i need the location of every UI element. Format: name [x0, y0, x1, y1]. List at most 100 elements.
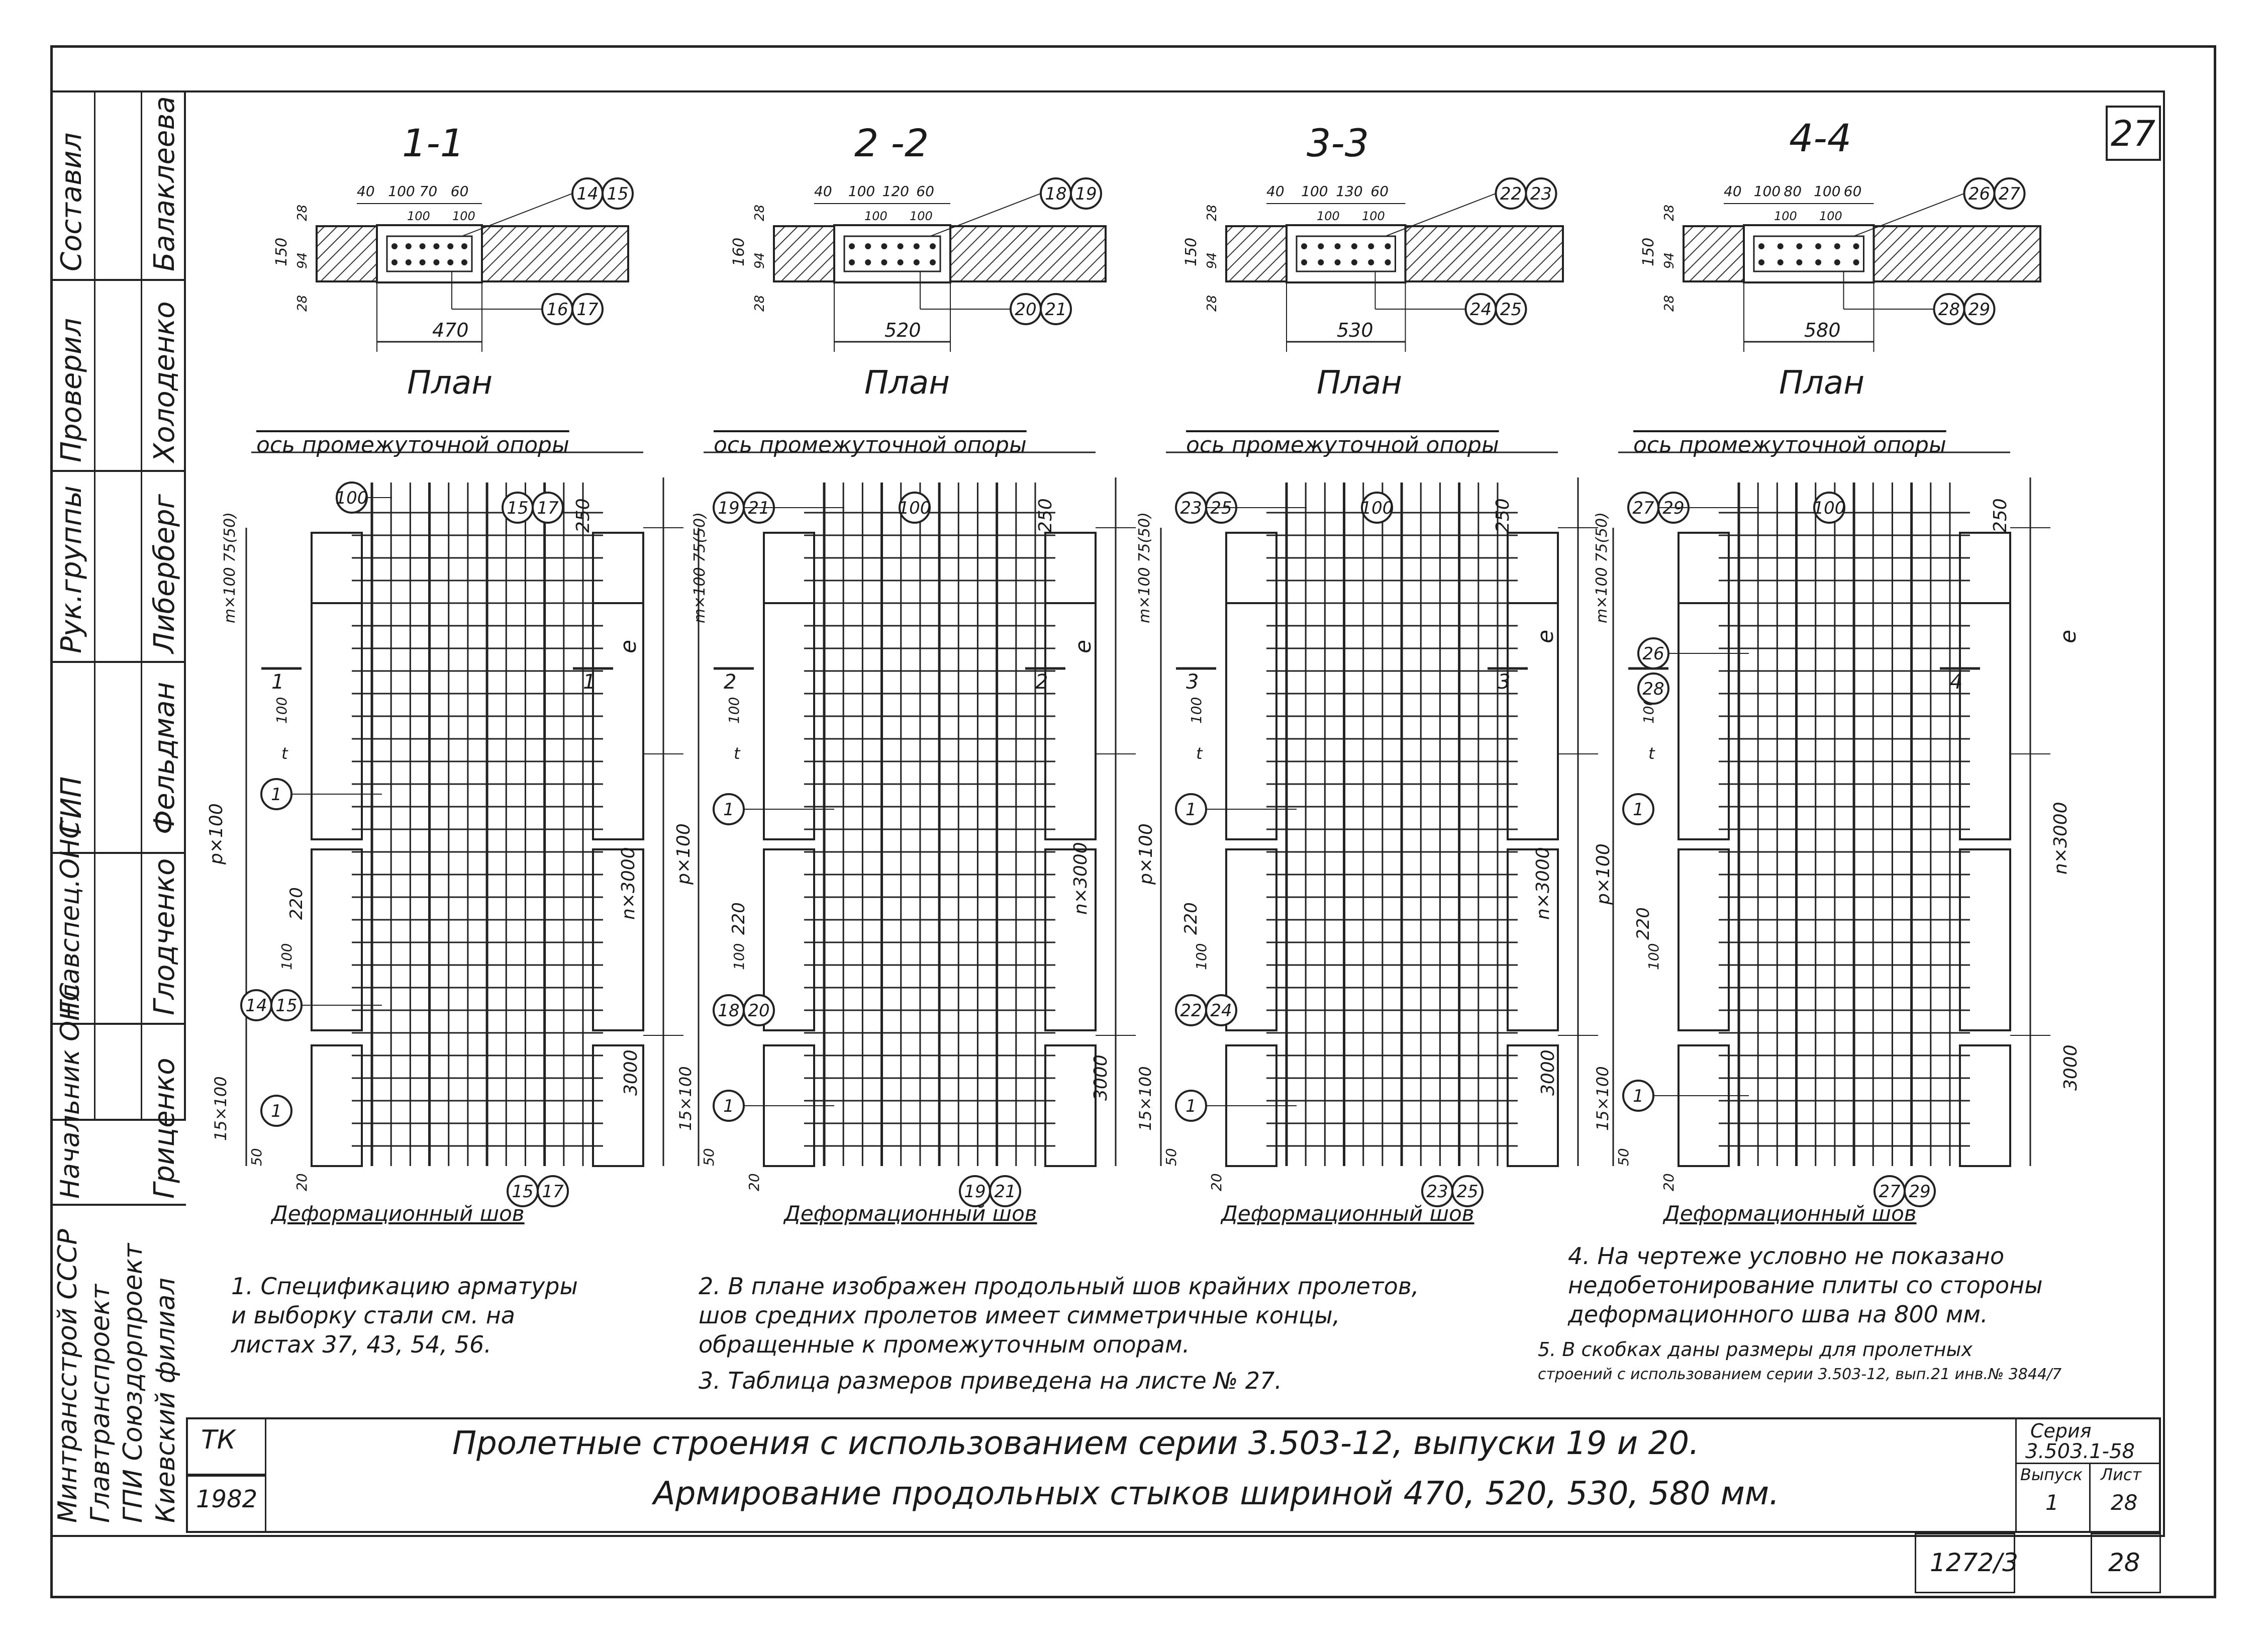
plan-label-3: План [1317, 364, 1403, 402]
section-bar-bot-1-0 [391, 259, 398, 265]
section-h1-1: 28 [295, 205, 310, 221]
section-topdim-text-4-0: 40 [1724, 183, 1742, 200]
section-mark-b-4-label: 27 [1999, 184, 2021, 204]
section-title-3: 3-3 [1307, 121, 1369, 165]
dim-e-1: e [616, 639, 641, 653]
section-mark-a-2-label: 18 [1045, 184, 1066, 204]
elev-pos-2-4-label: 18 [718, 1001, 739, 1021]
elev-panel-r-2-1 [1044, 602, 1097, 840]
section-title-4: 4-4 [1789, 116, 1852, 160]
section-bar-bot-4-3 [1815, 259, 1822, 265]
section-bar-bot-1-1 [405, 259, 412, 265]
seam-label-4: Деформационный шов [1663, 1201, 1917, 1226]
elev-50-3: 50 [1163, 1148, 1179, 1166]
elev-cut-r-1: 1 [583, 670, 596, 694]
section-mark-c-2-label: 20 [1015, 300, 1036, 320]
section-h-2: 160 [730, 238, 748, 266]
section-bar-bot-2-2 [881, 259, 888, 265]
dim-3000-1: 3000 [621, 1049, 641, 1096]
section-h1-3: 28 [1205, 205, 1220, 221]
elev-pos-2-8-label: 21 [994, 1182, 1016, 1202]
dim-15-4: 15×100 [1593, 1066, 1612, 1131]
elev-pos-1-3-label: 1 [271, 785, 282, 805]
elev-pos-2-2 [899, 492, 931, 524]
section-topdim-text-4-2: 80 [1784, 183, 1802, 200]
section-width-2: 520 [884, 319, 921, 341]
elev-20-4: 20 [1660, 1173, 1677, 1191]
elev-100b-3: 100 [1193, 943, 1210, 970]
section-bar-top-3-5 [1385, 243, 1391, 249]
elev-cut-r-3: 3 [1498, 670, 1510, 694]
section-bar-top-3-0 [1301, 243, 1307, 249]
section-topdim-text-1-0: 40 [357, 183, 375, 200]
section-bar-top-2-3 [897, 243, 904, 249]
dim-220-3: 220 [1181, 902, 1201, 935]
dim-p-3: p×100 [1136, 823, 1156, 885]
section-h-3: 150 [1182, 238, 1200, 266]
section-bar-bot-3-3 [1351, 259, 1357, 265]
elev-100-1: 100 [273, 697, 290, 724]
section-bar-bot-2-4 [913, 259, 920, 265]
elev-100b-2: 100 [731, 943, 747, 970]
issue-label: Выпуск [2020, 1465, 2083, 1484]
section-seam-4 [1743, 224, 1875, 283]
elev-pos-4-7-label: 27 [1879, 1182, 1901, 1202]
elev-pos-3-2 [1361, 492, 1393, 524]
elev-panel-l-3-2 [1225, 848, 1277, 1031]
elev-100-2: 100 [726, 697, 742, 724]
note-2: 2. В плане изображен продольный шов край… [699, 1273, 1419, 1358]
title-line-2: Армирование продольных стыков шириной 47… [653, 1475, 1780, 1512]
elev-pos-3-2-label: 100 [1361, 498, 1394, 518]
section-bar-bot-4-4 [1834, 259, 1840, 265]
elev-pos-2-5-label: 20 [748, 1001, 769, 1021]
footer-page-box [2091, 1533, 2161, 1593]
section-bar-bot-2-5 [930, 259, 936, 265]
title-year: 1982 [196, 1485, 258, 1513]
section-topdim-text-1-3: 60 [451, 183, 469, 200]
axis-label-4: ось промежуточной опоры [1633, 432, 1946, 458]
section-leader-a-1 [461, 193, 573, 237]
issue-value: 1 [2045, 1490, 2059, 1515]
footer-inv: 1272/3 [1930, 1548, 2018, 1577]
section-bar-top-3-3 [1351, 243, 1357, 249]
elev-pos-2-2-label: 100 [899, 498, 931, 518]
section-topdim-text-2-3: 60 [916, 183, 934, 200]
elev-panel-r-2-3 [1044, 1044, 1097, 1167]
section-bar-top-4-5 [1853, 243, 1859, 249]
section-bar-bot-1-2 [419, 259, 426, 265]
elev-cut-l-2: 2 [724, 670, 736, 694]
section-seam-2 [833, 224, 951, 283]
section-topdim-text-3-2: 130 [1336, 183, 1362, 200]
axis-label-1: ось промежуточной опоры [256, 432, 569, 458]
elev-pos-4-3-label: 26 [1642, 644, 1664, 664]
elev-pos-3-7-label: 23 [1426, 1182, 1448, 1202]
plan-label-1: План [407, 364, 493, 402]
section-mark-a-3-label: 22 [1500, 184, 1522, 204]
title-tk: ТК [201, 1425, 236, 1455]
dim-250-3: 250 [1493, 498, 1513, 533]
section-bar-bot-4-0 [1758, 259, 1764, 265]
section-h3-1: 28 [295, 295, 310, 312]
section-mark-b-4 [1993, 177, 2026, 210]
section-bar-top-3-4 [1368, 243, 1374, 249]
elev-pos-3-8 [1451, 1175, 1484, 1207]
section-width-4: 580 [1804, 319, 1841, 341]
note-5: 5. В скобках даны размеры для пролетных … [1538, 1338, 2062, 1383]
section-mark-a-4-label: 26 [1968, 184, 1990, 204]
sheet-number-box [2106, 106, 2161, 161]
elev-panel-l-1-2 [311, 848, 363, 1031]
elev-pos-3-5-label: 24 [1210, 1001, 1232, 1021]
dim-220-1: 220 [286, 887, 307, 920]
elev-t-2: t [734, 744, 741, 763]
dim-250-1: 250 [573, 498, 594, 533]
section-h3-2: 28 [752, 295, 767, 312]
elev-panel-l-3-1 [1225, 602, 1277, 840]
section-topdim-text-3-0: 40 [1266, 183, 1285, 200]
elev-100-3: 100 [1188, 697, 1205, 724]
section-bar-top-4-2 [1796, 243, 1803, 249]
section-cage-4 [1753, 235, 1864, 272]
section-subdim-2-0: 100 [864, 209, 888, 223]
elev-pos-3-4-label: 22 [1180, 1001, 1202, 1021]
elev-pos-4-5-label: 1 [1633, 800, 1644, 820]
section-h3-3: 28 [1205, 295, 1220, 312]
